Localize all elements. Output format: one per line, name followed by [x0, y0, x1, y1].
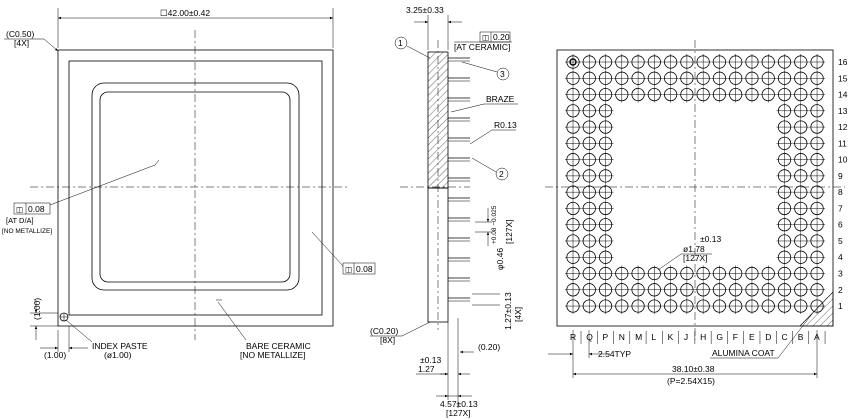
- row-label: 10: [838, 155, 848, 165]
- pad-qty: [127X]: [683, 253, 708, 263]
- side-pins: [448, 57, 470, 302]
- no-metallize-note-1: [NO METALLIZE]: [2, 228, 52, 235]
- callout-2: 2: [499, 169, 504, 179]
- flatness-right-value: 0.08: [356, 264, 373, 274]
- span-dim: 38.10±0.38: [672, 364, 715, 374]
- standoff-dim: (0.20): [478, 342, 500, 352]
- pin-diameter: φ0.46: [495, 248, 505, 270]
- col-label: D: [765, 332, 771, 342]
- callout-3: 3: [500, 69, 505, 79]
- col-label: Q: [586, 332, 593, 342]
- pin-length-dim: 4.57±0.13: [440, 399, 478, 409]
- braze-label: BRAZE: [486, 94, 515, 104]
- col-label: L: [651, 332, 656, 342]
- index-dim-vertical: (1.00): [32, 298, 42, 320]
- row-label: 5: [838, 236, 843, 246]
- row-label: 6: [838, 220, 843, 230]
- bottom-outline: [556, 49, 834, 327]
- pitch-dim: 2.54TYP: [598, 349, 631, 359]
- cavity-outer: [91, 82, 300, 291]
- pin-qty: [127X]: [504, 219, 514, 244]
- body-size-dim: ☐42.00±0.42: [160, 8, 210, 18]
- alumina-coat-label: ALUMINA COAT: [712, 348, 775, 358]
- flatness-symbol: ◫: [16, 205, 23, 214]
- row-label: 13: [838, 106, 848, 116]
- row-label: 8: [838, 187, 843, 197]
- index-pin-mark: [569, 58, 577, 66]
- top-view: ☐42.00±0.42 (C0.50) [4X] ◫ 0.08 [AT D/A]…: [2, 8, 376, 360]
- radius-label: R0.13: [494, 120, 517, 130]
- index-paste-label: INDEX PASTE: [92, 341, 148, 351]
- pin-diameter-tol: +0.08 −0.025: [491, 205, 498, 244]
- row-label: 3: [838, 269, 843, 279]
- col-label: P: [603, 332, 609, 342]
- col-label: N: [619, 332, 625, 342]
- chamfer-qty: [4X]: [14, 38, 29, 48]
- col-label: F: [733, 332, 738, 342]
- side-flatness-value: 0.20: [493, 32, 510, 42]
- row-label: 15: [838, 73, 848, 83]
- row-labels: 16 15 14 13 12 11 10 9 8 7 6 5 4 3 2 1: [838, 57, 848, 311]
- side-chamfer: (C0.20): [370, 326, 399, 336]
- col-label: M: [635, 332, 642, 342]
- offset-tol: ±0.13: [420, 355, 441, 365]
- row-label: 2: [838, 285, 843, 295]
- index-dim-horizontal: (1.00): [44, 350, 66, 360]
- pad-tol: ±0.13: [700, 234, 721, 244]
- row-label: 12: [838, 122, 848, 132]
- no-metallize-note-2: [NO METALLIZE]: [240, 350, 306, 360]
- pad-diameter: ø1.78: [683, 244, 705, 254]
- span-note: (P=2.54X15): [667, 376, 715, 386]
- side-view: 3.25±0.33 ◫ 0.20 [AT CERAMIC] 1 3 BRAZE: [370, 5, 523, 418]
- col-label: J: [684, 332, 688, 342]
- flatness-ref: [AT D/A]: [6, 216, 34, 225]
- pin-grid: [565, 54, 826, 315]
- bare-ceramic-label: BARE CERAMIC: [246, 341, 311, 351]
- index-paste-diameter: (ø1.00): [104, 350, 132, 360]
- shoulder-dim: 1.27±0.13: [503, 292, 513, 330]
- col-label: C: [782, 332, 788, 342]
- seal-ring-outer: [68, 60, 323, 316]
- row-label: 1: [838, 301, 843, 311]
- shoulder-qty: [4X]: [513, 307, 523, 322]
- package-outline: [57, 49, 334, 327]
- offset-dim: 1.27: [418, 364, 435, 374]
- side-flatness-ref: [AT CERAMIC]: [454, 42, 510, 52]
- col-label: B: [798, 332, 804, 342]
- col-label: K: [668, 332, 674, 342]
- row-label: 9: [838, 171, 843, 181]
- col-label: H: [700, 332, 706, 342]
- col-label: E: [749, 332, 755, 342]
- thickness-dim: 3.25±0.33: [406, 5, 444, 15]
- svg-text:◫: ◫: [482, 33, 489, 42]
- side-chamfer-qty: [8X]: [380, 335, 395, 345]
- chamfer-note: (C0.50): [6, 29, 35, 39]
- row-label: 7: [838, 203, 843, 213]
- pin-length-qty: [127X]: [446, 408, 471, 418]
- row-label: 11: [838, 138, 847, 148]
- row-label: 4: [838, 252, 843, 262]
- svg-text:◫: ◫: [345, 265, 352, 274]
- callout-1: 1: [398, 38, 403, 48]
- row-label: 14: [838, 90, 848, 100]
- flatness-value: 0.08: [28, 204, 45, 214]
- row-label: 16: [838, 57, 848, 67]
- col-label: G: [716, 332, 723, 342]
